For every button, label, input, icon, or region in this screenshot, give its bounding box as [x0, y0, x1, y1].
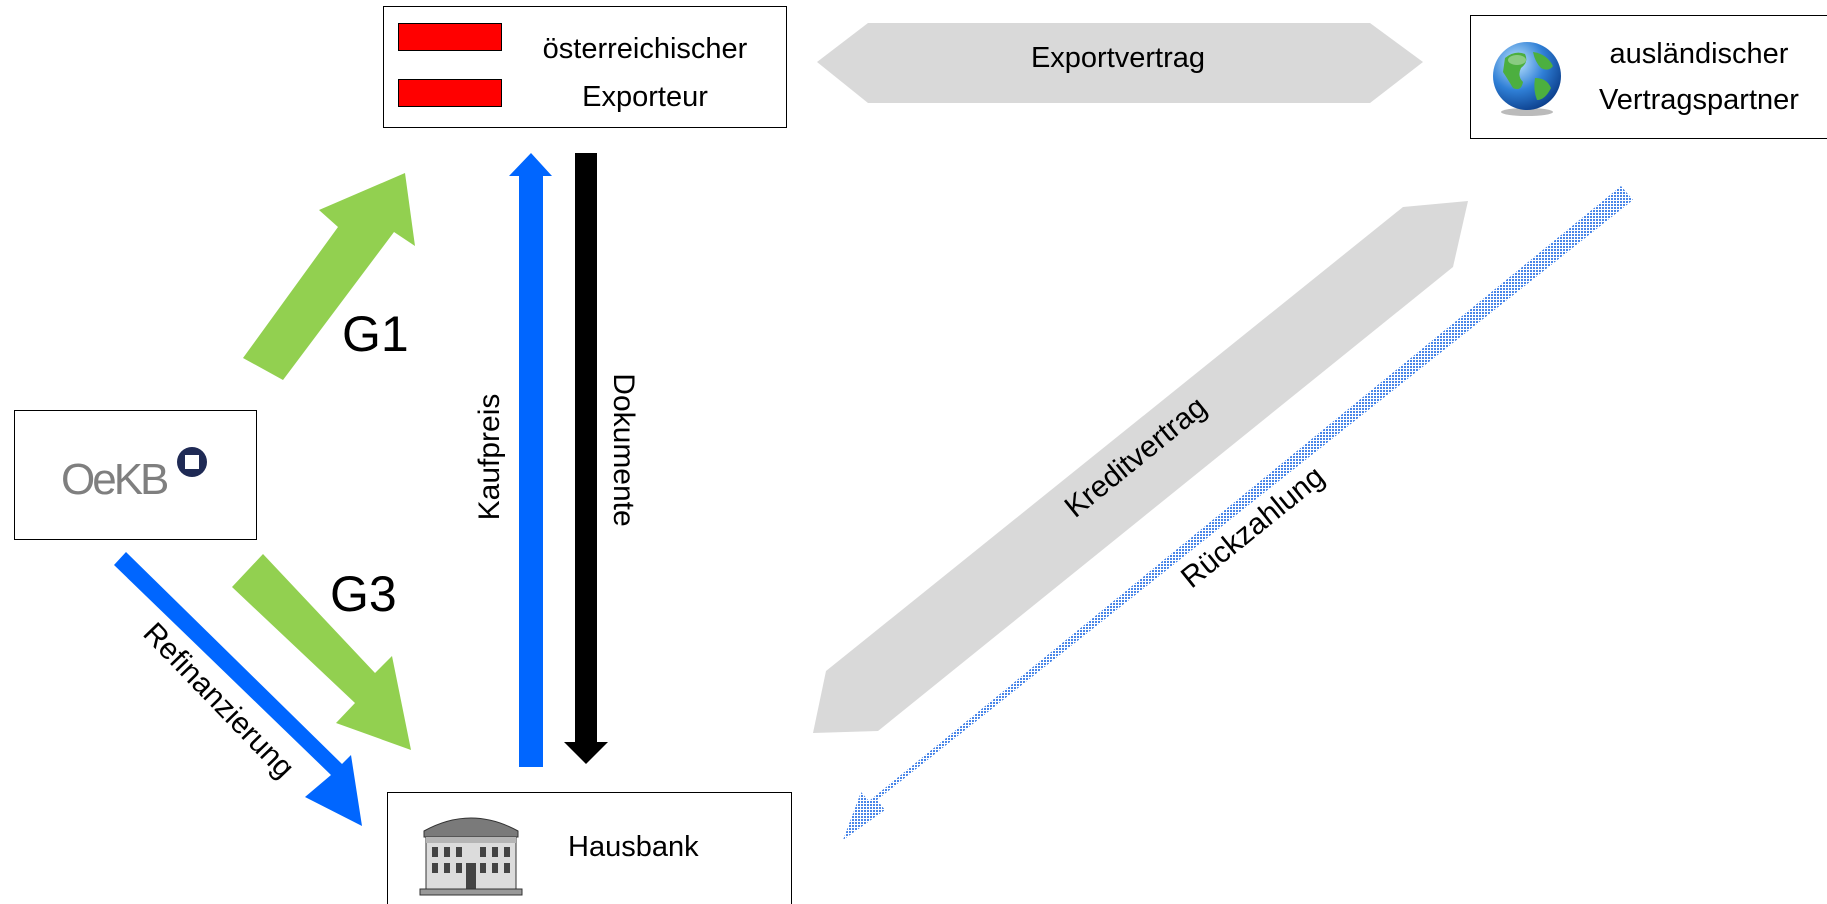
documents-label: Dokumente — [607, 373, 640, 527]
bank-building-icon — [419, 817, 523, 896]
repayment-arrow — [843, 186, 1633, 840]
exporter-box: österreichischer Exporteur — [383, 6, 787, 128]
purchase-price-arrow — [509, 153, 552, 767]
credit-contract-label: Kreditvertrag — [1058, 390, 1213, 525]
refinancing-arrow — [114, 552, 362, 826]
partner-label-line2: Vertragspartner — [1599, 84, 1799, 116]
g1-label: G1 — [342, 306, 409, 362]
exporter-label-line2: Exporteur — [582, 81, 708, 113]
globe-icon — [1493, 42, 1561, 116]
bank-label: Hausbank — [568, 831, 699, 863]
oekb-square-icon — [177, 447, 207, 477]
oekb-box: OeKB — [14, 410, 257, 540]
partner-label-line1: ausländischer — [1609, 38, 1789, 70]
bank-box: Hausbank — [387, 792, 792, 904]
purchase-price-label-rot: Kaufpreis — [473, 393, 506, 521]
oekb-logo-text: OeKB — [61, 455, 169, 504]
export-contract-label: Exportvertrag — [1030, 42, 1206, 74]
partner-box: ausländischer Vertragspartner — [1470, 15, 1827, 139]
g3-label: G3 — [330, 566, 397, 622]
austria-flag-icon — [398, 23, 502, 107]
repayment-label: Rückzahlung — [1175, 459, 1331, 595]
refinancing-label: Refinanzierung — [136, 616, 301, 785]
exporter-label-line1: österreichischer — [542, 33, 748, 65]
oekb-logo: OeKB — [61, 447, 231, 507]
